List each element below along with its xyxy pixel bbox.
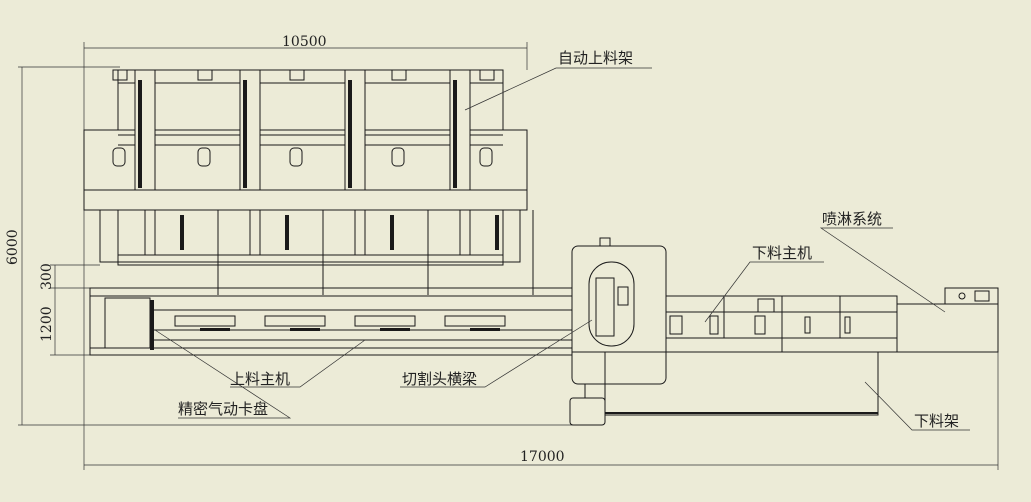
rack-top-bracket <box>112 69 128 81</box>
chuck-unit <box>174 315 236 327</box>
dim-overall-length: 17000 <box>520 449 565 465</box>
chuck-rail <box>380 328 410 331</box>
auto-loading-rack <box>83 69 534 295</box>
chuck-rail <box>290 328 320 331</box>
dim-loader-width: 1200 <box>39 306 55 342</box>
rack-lower-screw <box>180 215 184 250</box>
rack-top-bracket <box>197 69 213 81</box>
rack-clamp <box>391 147 405 167</box>
rack-lower-post <box>459 209 471 256</box>
loading-main-machine <box>89 287 573 356</box>
rack-column-screw <box>348 80 352 188</box>
rack-clamp <box>289 147 303 167</box>
label-pneumatic-chuck: 精密气动卡盘 <box>178 400 268 418</box>
rack-top-bracket <box>479 69 495 81</box>
label-unloading-main: 下料主机 <box>752 244 812 262</box>
rack-column-screw <box>243 80 247 188</box>
unloading-rack <box>604 351 879 416</box>
label-auto-loading-rack: 自动上料架 <box>558 49 633 67</box>
rack-clamp <box>197 147 211 167</box>
cutting-head-unit <box>569 237 667 426</box>
dim-rack-length: 10500 <box>282 34 327 50</box>
label-loading-main: 上料主机 <box>230 370 290 388</box>
chuck-rail <box>470 328 500 331</box>
label-spray-system: 喷淋系统 <box>822 210 882 228</box>
rack-lower-screw <box>390 215 394 250</box>
rack-lower-post <box>354 209 366 256</box>
rack-top-bracket <box>289 69 305 81</box>
label-cutting-head-beam: 切割头横梁 <box>402 370 477 388</box>
rack-clamp <box>479 147 493 167</box>
chuck-unit <box>444 315 506 327</box>
spray-system <box>896 287 999 353</box>
dimension-lines <box>18 42 999 470</box>
chuck-unit <box>264 315 326 327</box>
chuck-rail <box>200 328 230 331</box>
rack-lower-post <box>249 209 261 256</box>
label-unloading-rack: 下料架 <box>914 412 959 430</box>
unloading-main-machine <box>665 295 898 353</box>
rack-lower-screw <box>495 215 499 250</box>
rack-lower-screw <box>285 215 289 250</box>
chuck-unit <box>354 315 416 327</box>
rack-clamp <box>112 147 126 167</box>
rack-column-screw <box>453 80 457 188</box>
rack-lower-post <box>144 209 156 256</box>
leader-lines <box>154 67 970 431</box>
rack-top-bracket <box>391 69 407 81</box>
rack-column-screw <box>138 80 142 188</box>
dim-overall-width: 6000 <box>5 229 21 265</box>
dim-gap: 300 <box>39 263 55 290</box>
